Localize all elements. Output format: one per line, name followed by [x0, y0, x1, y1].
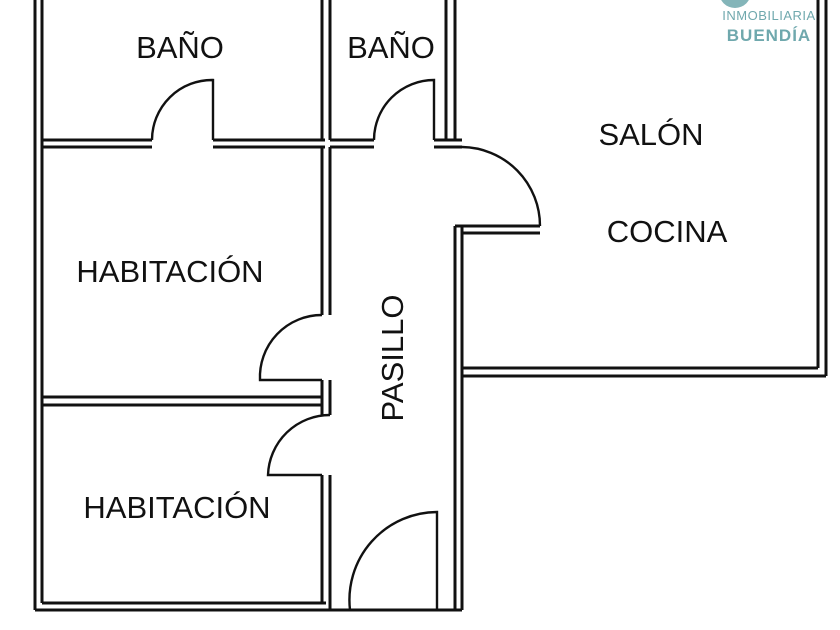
room-label-bano-right: BAÑO — [347, 30, 435, 65]
door-entrance — [348, 510, 439, 611]
logo-line2: BUENDÍA — [727, 26, 811, 45]
door-bano-right — [372, 78, 436, 141]
logo-line1: INMOBILIARIA — [722, 8, 815, 23]
agency-logo: INMOBILIARIA BUENDÍA — [721, 0, 815, 45]
door-habitacion-top — [258, 313, 323, 382]
room-label-pasillo: PASILLO — [375, 295, 410, 422]
door-habitacion-bottom — [266, 413, 331, 477]
room-label-bano-left: BAÑO — [136, 30, 224, 65]
logo-mark-icon — [721, 0, 749, 8]
room-label-habitacion-bottom: HABITACIÓN — [83, 490, 270, 525]
walls — [33, 0, 828, 612]
door-salon — [461, 145, 542, 227]
doors — [150, 78, 542, 611]
room-label-salon: SALÓN — [598, 117, 703, 152]
room-label-habitacion-top: HABITACIÓN — [76, 254, 263, 289]
door-bano-left — [150, 78, 215, 141]
room-label-cocina: COCINA — [607, 214, 728, 249]
